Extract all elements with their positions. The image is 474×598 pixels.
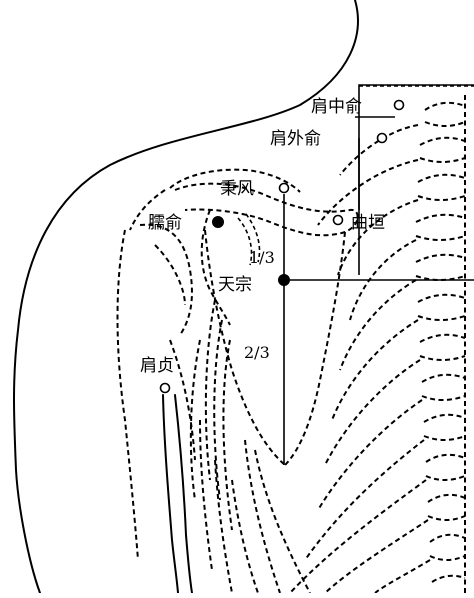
bingfeng-point xyxy=(278,182,290,194)
jianwaishu-point xyxy=(376,132,388,144)
acromion xyxy=(169,168,301,193)
naoshu-point xyxy=(212,216,224,228)
jianzhongshu-point xyxy=(393,99,405,111)
neck-shoulder-outline xyxy=(13,0,359,594)
quyuan-label: 曲垣 xyxy=(351,213,385,233)
lower-ratio-label: 2/3 xyxy=(244,343,270,362)
vertebrae xyxy=(415,95,466,593)
jianzhongshu-label: 肩中俞 xyxy=(311,97,362,117)
scapula xyxy=(169,168,359,466)
jianzhen-label: 肩贞 xyxy=(140,356,174,376)
upper-ratio-label: 1/3 xyxy=(249,248,275,267)
scapula-lateral-border xyxy=(204,229,286,466)
arm-outer-outline xyxy=(174,394,193,594)
ribs xyxy=(189,124,431,594)
scapula-medial-border xyxy=(284,231,346,466)
naoshu-label: 臑俞 xyxy=(148,213,182,233)
jianwaishu-label: 肩外俞 xyxy=(270,129,321,149)
spine-frame xyxy=(358,84,474,275)
quyuan-point xyxy=(332,214,344,226)
tianzong-label: 天宗 xyxy=(218,275,252,295)
bingfeng-label: 秉风 xyxy=(220,179,254,199)
jianzhen-point xyxy=(159,382,171,394)
tianzong-point xyxy=(278,274,290,286)
arm-inner-outline xyxy=(162,394,179,594)
scapular-spine xyxy=(174,182,359,237)
glenoid xyxy=(200,209,231,326)
upper-arm xyxy=(116,189,196,561)
